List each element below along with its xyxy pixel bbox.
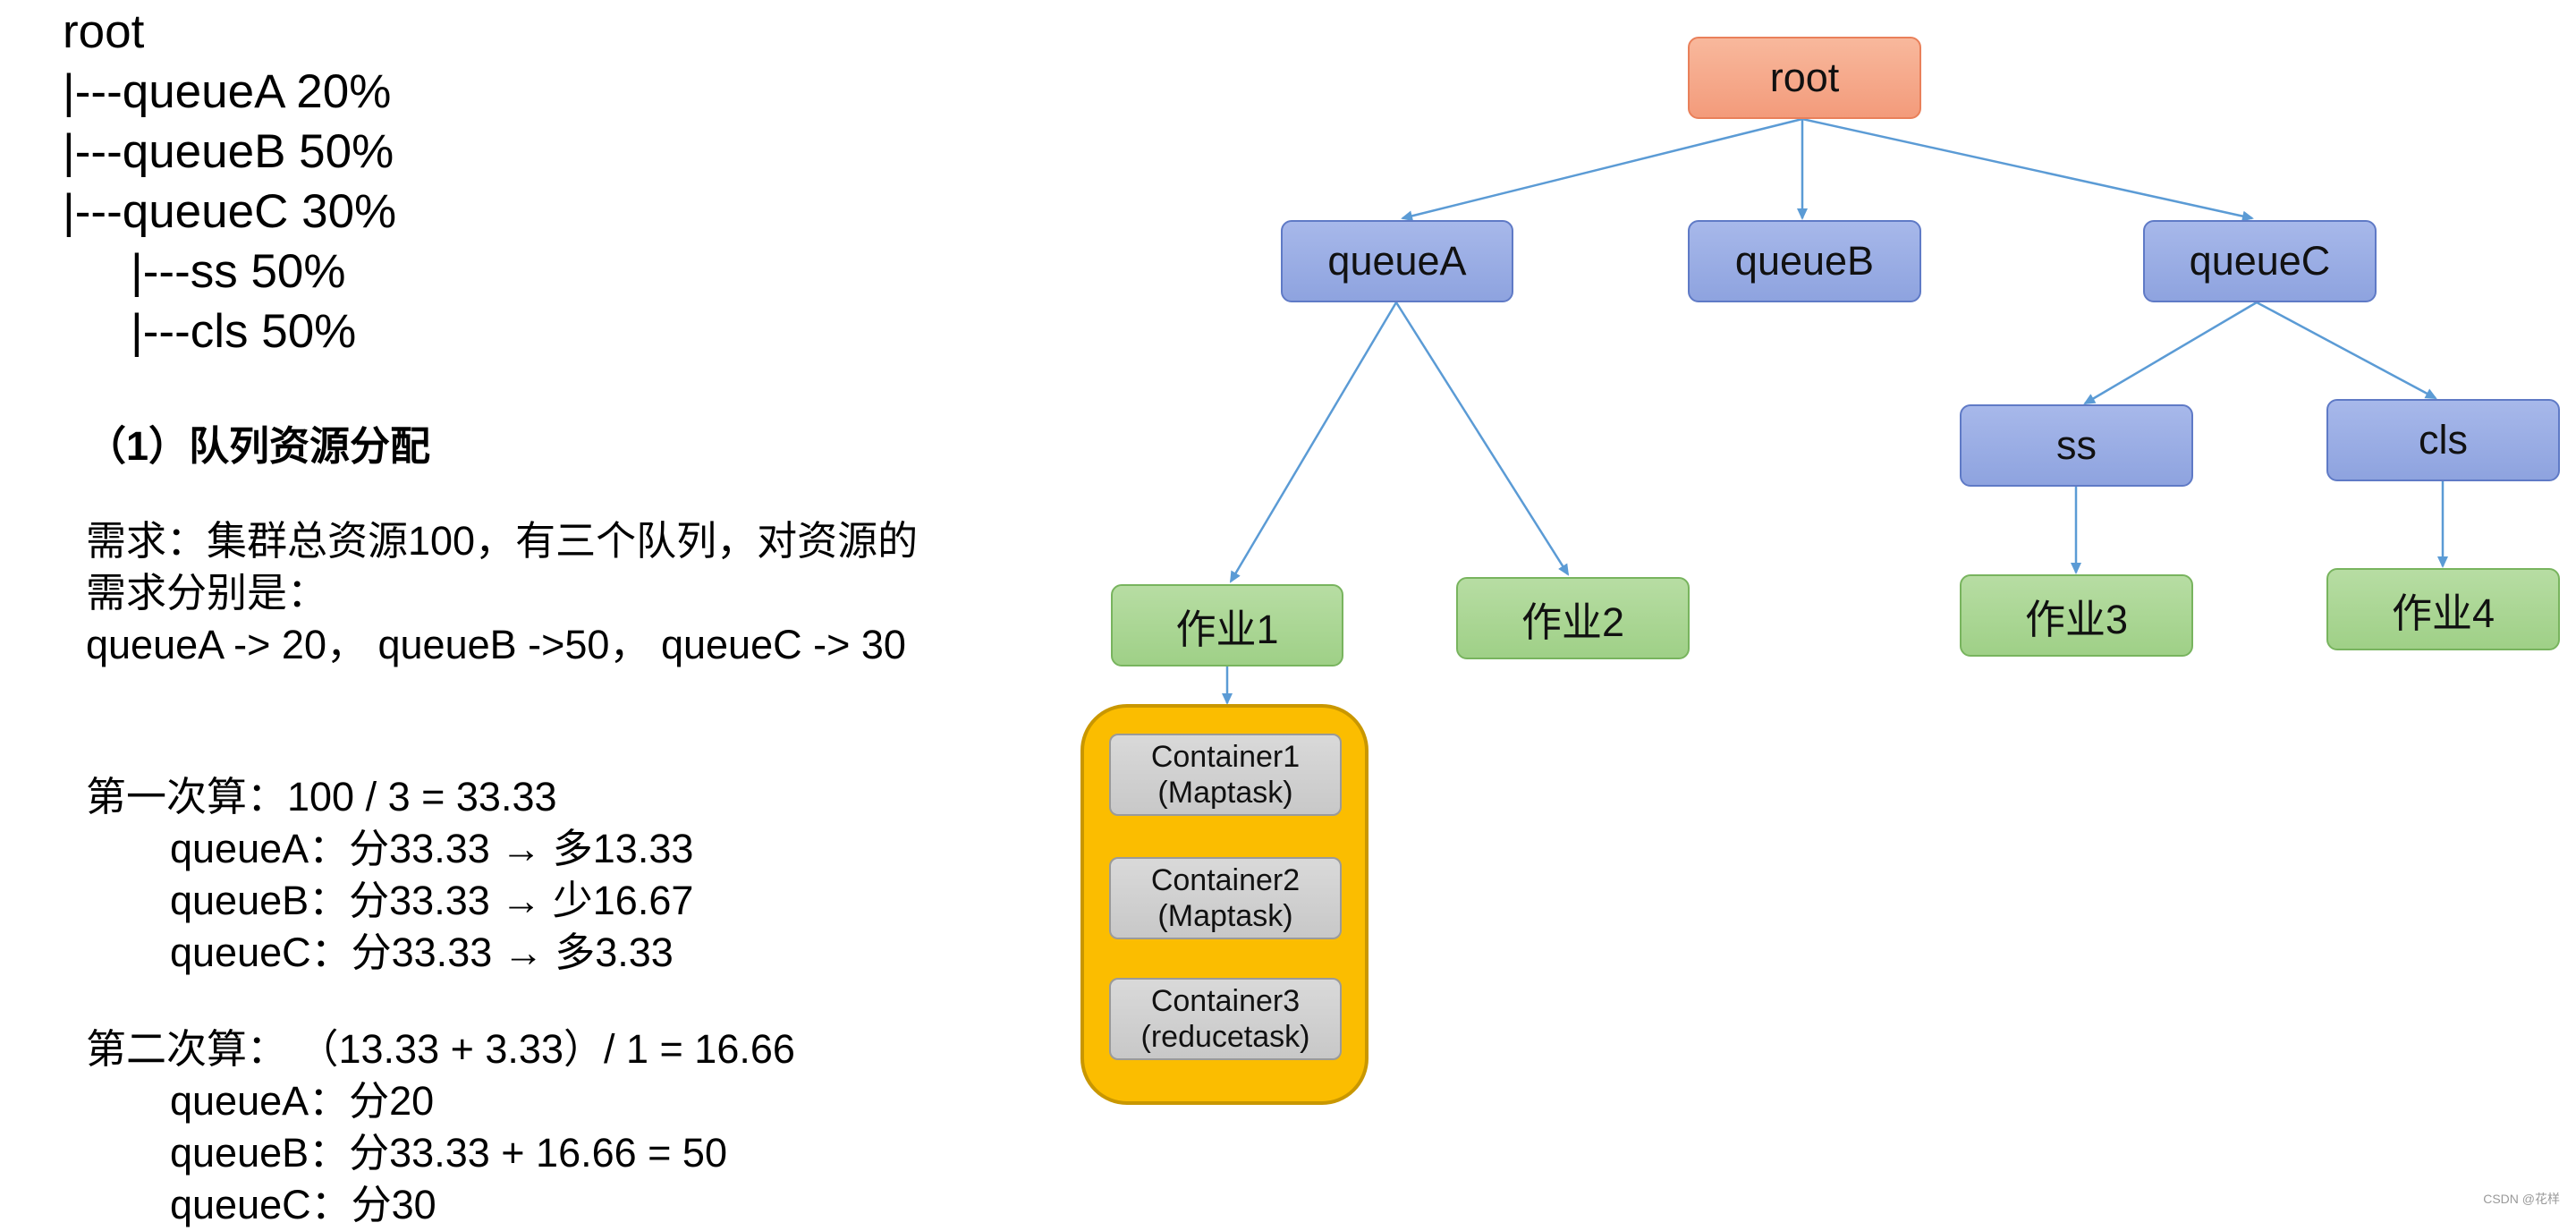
node-cls: cls <box>2326 399 2560 481</box>
container-box-1: Container1 (Maptask) <box>1109 734 1342 816</box>
section-title: （1）队列资源分配 <box>86 423 431 469</box>
node-ss: ss <box>1960 404 2193 487</box>
node-job3: 作业3 <box>1960 574 2193 657</box>
first-calc-line-3: queueC：分33.33 → 多3.33 <box>170 930 674 975</box>
node-job2: 作业2 <box>1456 577 1690 659</box>
requirement-line-2: 需求分别是： <box>86 570 328 616</box>
container-1-task: (Maptask) <box>1157 776 1293 810</box>
container-box-3: Container3 (reducetask) <box>1109 978 1342 1060</box>
edge-queueC-cls <box>2256 301 2437 400</box>
container-2-name: Container2 <box>1150 863 1301 897</box>
watermark: CSDN @花样 <box>2483 1192 2560 1206</box>
tree-line-queueA: |---queueA 20% <box>63 65 392 118</box>
node-queueA: queueA <box>1281 220 1513 302</box>
node-job4: 作业4 <box>2326 568 2560 650</box>
first-calc-line-2: queueB：分33.33 → 少16.67 <box>170 878 694 923</box>
node-queueB: queueB <box>1688 220 1921 302</box>
node-job1: 作业1 <box>1111 584 1343 666</box>
first-calc-line-1: queueA：分33.33 → 多13.33 <box>170 826 694 871</box>
tree-line-queueB: |---queueB 50% <box>63 125 394 178</box>
second-calc-line-1: queueA：分20 <box>170 1078 435 1124</box>
edge-root-queueC <box>1801 117 2254 222</box>
tree-line-cls: |---cls 50% <box>131 305 357 358</box>
second-calc-heading: 第二次算： （13.33 + 3.33）/ 1 = 16.66 <box>86 1026 795 1072</box>
container-3-name: Container3 <box>1150 984 1301 1018</box>
container-box-2: Container2 (Maptask) <box>1109 857 1342 939</box>
edge-root-queueA <box>1401 117 1803 222</box>
requirement-line-3: queueA -> 20， queueB ->50， queueC -> 30 <box>86 622 906 667</box>
container-3-task: (reducetask) <box>1140 1020 1310 1054</box>
tree-line-ss: |---ss 50% <box>131 245 346 298</box>
container-2-task: (Maptask) <box>1157 899 1293 933</box>
container-1-name: Container1 <box>1150 740 1301 774</box>
edge-queueC-ss <box>2083 301 2258 405</box>
edge-queueA-job1 <box>1229 301 1398 583</box>
tree-line-root: root <box>63 5 145 58</box>
requirement-line-1: 需求：集群总资源100，有三个队列，对资源的 <box>86 518 919 564</box>
node-root: root <box>1688 37 1921 119</box>
first-calc-heading: 第一次算：100 / 3 = 33.33 <box>86 774 557 819</box>
node-queueC: queueC <box>2143 220 2377 302</box>
edge-queueA-job2 <box>1394 301 1570 576</box>
tree-line-queueC: |---queueC 30% <box>63 185 397 238</box>
second-calc-line-2: queueB：分33.33 + 16.66 = 50 <box>170 1130 727 1176</box>
